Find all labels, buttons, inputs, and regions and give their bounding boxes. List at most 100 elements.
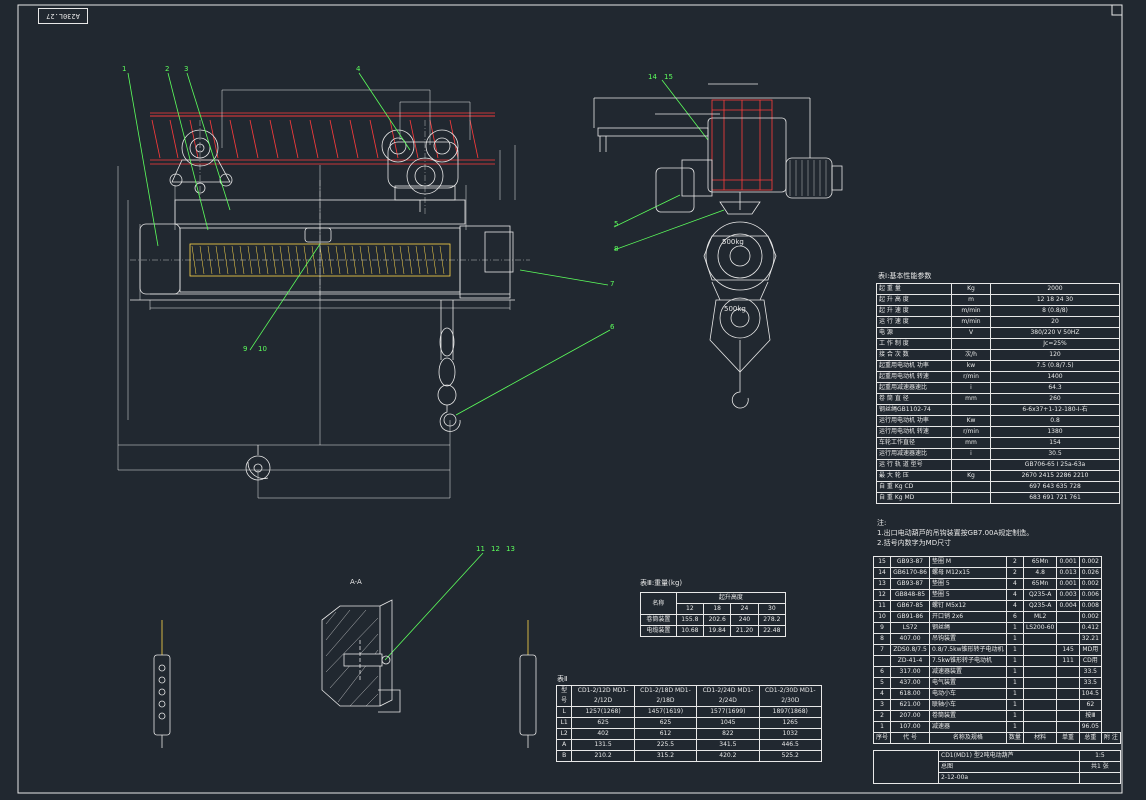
table-cell: 最 大 轮 压 [876, 470, 952, 482]
table-cell: 0.003 [1056, 589, 1080, 601]
rail-beam [150, 112, 495, 165]
table-cell: 2670 2415 2286 2210 [990, 470, 1120, 482]
table-cell: 12 [675, 603, 705, 615]
table-cell: 垫圈 5 [929, 589, 1007, 601]
table-cell: 起重用电动机 转速 [876, 371, 952, 383]
table-cell: kw [951, 360, 991, 372]
table-cell [1056, 677, 1080, 689]
table-cell: 30.5 [990, 448, 1120, 460]
table-cell: Q235-A [1022, 589, 1058, 601]
hoist-body [130, 199, 515, 301]
table-cell: 附 注 [1100, 732, 1122, 744]
callout-12: 12 [491, 545, 500, 553]
table-cell: 380/220 V 50HZ [990, 327, 1120, 339]
center-lines [130, 120, 530, 300]
table-cell: 起重用电动机 功率 [876, 360, 952, 372]
table-cell: m [951, 294, 991, 306]
trolley-left [169, 129, 233, 194]
table-cell: 次/h [951, 349, 991, 361]
table-cell: 电气装置 [929, 677, 1007, 689]
table-cell: 7 [872, 644, 892, 656]
table-cell: 1 [1005, 710, 1024, 722]
table-cell: i [951, 382, 991, 394]
table-cell: GB67-85 [890, 600, 931, 612]
table-cell: GB93-87 [890, 556, 931, 568]
table-cell [951, 459, 991, 471]
note-head: 注: [877, 519, 887, 527]
table-cell: 自 重 Kg MD [876, 492, 952, 504]
table-cell: 垫圈 5 [929, 578, 1007, 590]
table-cell: 13 [872, 578, 892, 590]
table-cell: 垫圈 M [929, 556, 1007, 568]
table-cell: 钢丝绳GB1102-74 [876, 404, 952, 416]
table-cell: 446.5 [758, 739, 823, 751]
table-cell: 14 [872, 567, 892, 579]
table-row: 自 重 Kg MD 683 691 721 761 [876, 492, 1120, 504]
table-cell: 18 [703, 603, 732, 615]
table-cell: 240 [730, 614, 759, 626]
drawing-code: 2-12-00a [938, 772, 1080, 784]
section-aa [321, 599, 401, 713]
table-cell: 代 号 [890, 732, 931, 744]
table-cell: mm [951, 393, 991, 405]
table-cell: CD用 [1078, 655, 1102, 667]
table-cell: 1 [1005, 655, 1024, 667]
table-cell [1056, 699, 1080, 711]
table-cell: 621.00 [890, 699, 931, 711]
callout-4: 4 [356, 65, 361, 73]
table-cell: GB848-85 [890, 589, 931, 601]
table-cell: mm [951, 437, 991, 449]
table-cell: ML2 [1022, 611, 1058, 623]
table-cell: 10 [872, 611, 892, 623]
main-table-title: 表Ⅰ:基本性能参数 [878, 272, 932, 280]
table-cell: 207.00 [890, 710, 931, 722]
table-cell: 4.8 [1022, 567, 1058, 579]
table-cell: Kw [951, 415, 991, 427]
table-cell: 1380 [990, 426, 1120, 438]
table-cell [872, 655, 892, 667]
table-cell: 名称及规格 [929, 732, 1007, 744]
dim-table-title: 表Ⅱ [557, 675, 568, 683]
table-cell [1056, 633, 1080, 645]
table-cell: 吊钩装置 [929, 633, 1007, 645]
table-cell: 0.008 [1078, 600, 1102, 612]
front-view [117, 89, 530, 499]
table-cell: 15 [872, 556, 892, 568]
table-cell [1022, 688, 1058, 700]
hook-label-2: 500kg [724, 305, 746, 313]
table-cell: 型号 [555, 685, 573, 707]
table-cell: 运行用电动机 转速 [876, 426, 952, 438]
table-cell: 683 691 721 761 [990, 492, 1120, 504]
hook-assembly [437, 300, 461, 432]
table-cell: 131.5 [571, 739, 635, 751]
table-cell: 7.5 (0.8/7.5) [990, 360, 1120, 372]
table-cell: 0.006 [1078, 589, 1102, 601]
table-cell: 起 升 速 度 [876, 305, 952, 317]
table-cell: 2 [872, 710, 892, 722]
table-cell: 1045 [696, 717, 760, 729]
table-cell: 154 [990, 437, 1120, 449]
table-cell: 钢丝绳 [929, 622, 1007, 634]
table-cell: 65Mn [1022, 578, 1058, 590]
table-cell: 运行用电动机 功率 [876, 415, 952, 427]
table-cell: 1 [1005, 699, 1024, 711]
table-cell: 电 源 [876, 327, 952, 339]
